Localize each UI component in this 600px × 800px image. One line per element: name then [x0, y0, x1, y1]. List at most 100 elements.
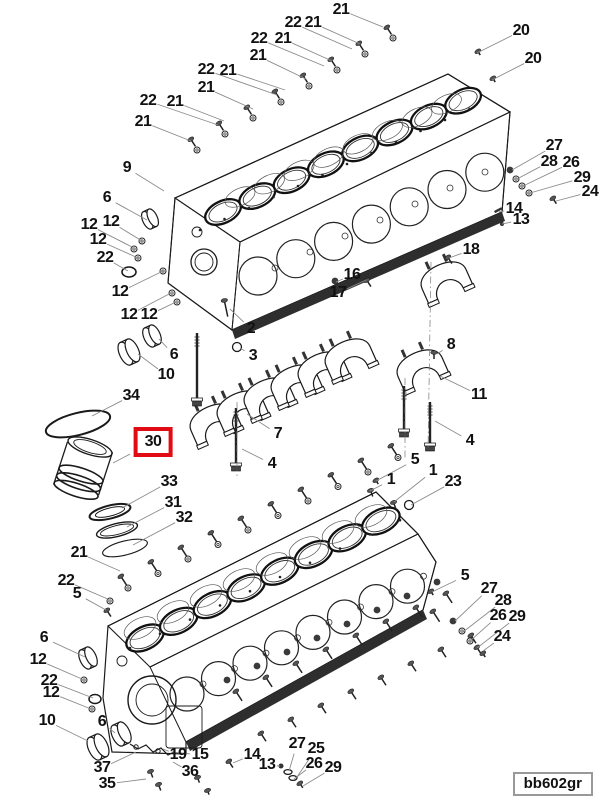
callout-27[interactable]: 27	[480, 580, 498, 597]
callout-34[interactable]: 34	[122, 387, 140, 404]
callout-24[interactable]: 24	[493, 628, 511, 645]
leader-line	[157, 103, 219, 126]
callout-12[interactable]: 12	[102, 213, 120, 230]
lower-cylinder-block-drawing	[102, 491, 437, 755]
callout-33[interactable]: 33	[160, 473, 178, 490]
callout-22[interactable]: 22	[284, 14, 302, 31]
callout-4[interactable]: 4	[267, 455, 277, 472]
leader-line	[215, 72, 278, 96]
callout-22[interactable]: 22	[197, 61, 215, 78]
callout-22[interactable]: 22	[139, 92, 157, 109]
callout-37[interactable]: 37	[93, 759, 111, 776]
leader-line	[266, 59, 307, 80]
callout-32[interactable]: 32	[175, 509, 193, 526]
callout-23[interactable]: 23	[444, 473, 462, 490]
callout-21[interactable]: 21	[70, 544, 88, 561]
callout-29[interactable]: 29	[573, 169, 591, 186]
callout-16[interactable]: 16	[343, 266, 361, 283]
callout-21[interactable]: 21	[304, 14, 322, 31]
callout-1[interactable]: 1	[428, 462, 438, 479]
callout-6[interactable]: 6	[169, 346, 179, 363]
callout-21[interactable]: 21	[219, 62, 237, 79]
callout-5[interactable]: 5	[410, 451, 420, 468]
callout-22[interactable]: 22	[250, 30, 268, 47]
leader-line	[393, 476, 426, 503]
leader-line	[184, 105, 225, 122]
callout-12[interactable]: 12	[89, 231, 107, 248]
leader-line	[511, 150, 546, 171]
callout-27[interactable]: 27	[545, 137, 563, 154]
leader-line	[137, 353, 159, 370]
callout-36[interactable]: 36	[181, 763, 199, 780]
callout-25[interactable]: 25	[307, 740, 325, 757]
callout-8[interactable]: 8	[446, 336, 456, 353]
callout-11[interactable]: 11	[471, 386, 487, 403]
callout-7[interactable]: 7	[273, 425, 283, 442]
callout-21[interactable]: 21	[166, 93, 184, 110]
leader-line	[214, 91, 254, 110]
callout-12[interactable]: 12	[80, 216, 98, 233]
callout-10[interactable]: 10	[38, 712, 56, 729]
callout-5[interactable]: 5	[460, 567, 470, 584]
callout-21[interactable]: 21	[274, 30, 292, 47]
leader-line	[55, 724, 89, 742]
callout-12[interactable]: 12	[111, 283, 129, 300]
callout-4[interactable]: 4	[465, 432, 475, 449]
callout-26[interactable]: 26	[305, 755, 323, 772]
callout-19[interactable]: 19	[169, 746, 187, 763]
callout-3[interactable]: 3	[248, 347, 258, 364]
callout-6[interactable]: 6	[39, 629, 49, 646]
callout-6[interactable]: 6	[97, 713, 107, 730]
callout-15[interactable]: 15	[191, 746, 209, 763]
callout-22[interactable]: 22	[40, 672, 58, 689]
leader-line	[239, 347, 245, 352]
callout-12[interactable]: 12	[120, 306, 138, 323]
callout-26[interactable]: 26	[562, 154, 580, 171]
callout-21[interactable]: 21	[332, 1, 350, 18]
callout-18[interactable]: 18	[462, 241, 480, 258]
leader-line	[87, 556, 121, 572]
callout-21[interactable]: 21	[249, 47, 267, 64]
leader-line	[436, 350, 443, 355]
leader-line	[52, 641, 86, 658]
callout-35[interactable]: 35	[98, 775, 116, 792]
leader-line	[321, 26, 361, 45]
leader-line	[469, 622, 491, 642]
callout-27[interactable]: 27	[288, 735, 306, 752]
callout-29[interactable]: 29	[324, 759, 342, 776]
leader-line	[85, 598, 107, 611]
callout-5[interactable]: 5	[72, 585, 82, 602]
callout-2[interactable]: 2	[246, 320, 256, 337]
callout-31[interactable]: 31	[164, 494, 182, 511]
leader-line	[113, 262, 129, 272]
callout-9[interactable]: 9	[122, 159, 132, 176]
callout-22[interactable]: 22	[96, 249, 114, 266]
callout-21[interactable]: 21	[197, 79, 215, 96]
callout-21[interactable]: 21	[134, 113, 152, 130]
callout-24[interactable]: 24	[581, 183, 599, 200]
callout-12[interactable]: 12	[29, 651, 47, 668]
cylinder-liner-drawing	[44, 409, 148, 558]
callout-17[interactable]: 17	[329, 284, 347, 301]
callout-29[interactable]: 29	[508, 608, 526, 625]
callout-6[interactable]: 6	[102, 189, 112, 206]
leader-line	[375, 464, 407, 482]
callout-13[interactable]: 13	[512, 211, 530, 228]
callout-12[interactable]: 12	[140, 306, 158, 323]
leader-line	[501, 221, 512, 225]
callout-30[interactable]: 30	[133, 427, 173, 457]
callout-1[interactable]: 1	[386, 471, 396, 488]
callout-12[interactable]: 12	[42, 684, 60, 701]
callout-13[interactable]: 13	[258, 756, 276, 773]
callout-20[interactable]: 20	[524, 50, 542, 67]
leader-line	[106, 243, 139, 259]
callout-14[interactable]: 14	[243, 746, 261, 763]
callout-28[interactable]: 28	[540, 153, 558, 170]
callout-28[interactable]: 28	[494, 592, 512, 609]
leader-line	[112, 453, 131, 464]
callout-22[interactable]: 22	[57, 572, 75, 589]
callout-20[interactable]: 20	[512, 22, 530, 39]
callout-10[interactable]: 10	[157, 366, 175, 383]
callout-14[interactable]: 14	[505, 200, 523, 217]
callout-26[interactable]: 26	[489, 607, 507, 624]
